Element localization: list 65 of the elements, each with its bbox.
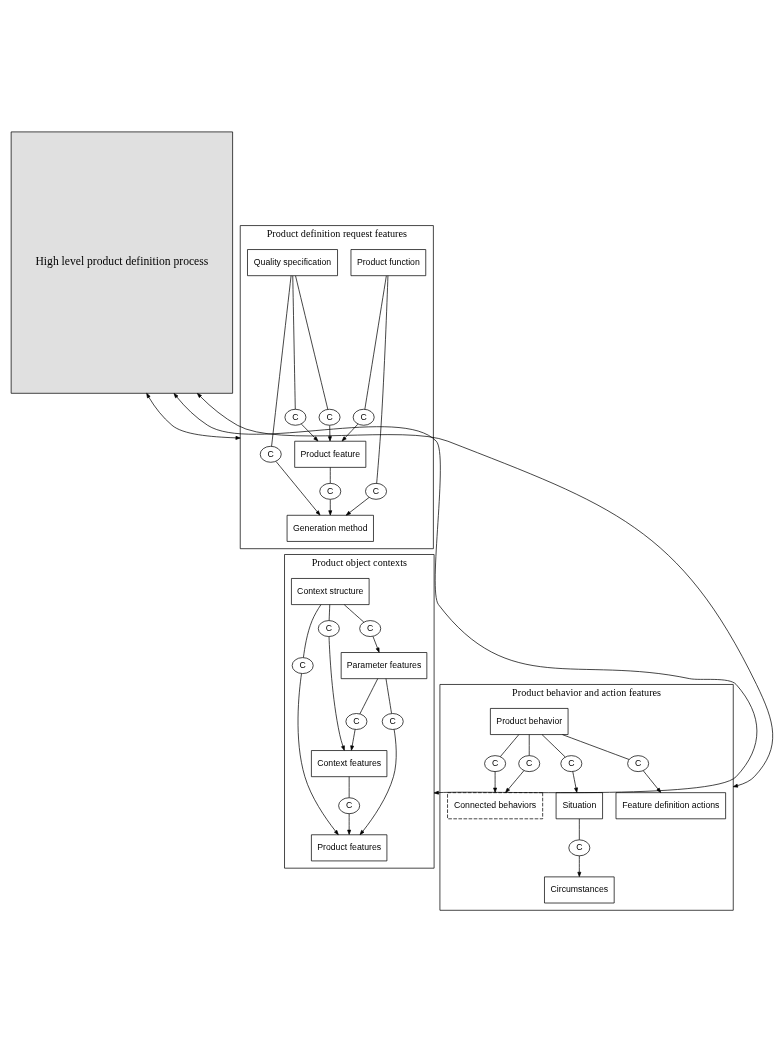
arrow bbox=[297, 673, 339, 836]
arrow bbox=[345, 497, 370, 516]
connector bbox=[292, 275, 296, 410]
node-box: Situation bbox=[555, 792, 603, 820]
node-ellipse: C bbox=[345, 713, 368, 730]
arrow bbox=[328, 425, 332, 442]
connector bbox=[578, 818, 580, 841]
node-box: Product function bbox=[350, 249, 427, 277]
node-ellipse: C bbox=[318, 408, 341, 426]
node-ellipse: C bbox=[365, 482, 387, 500]
node-box: High level product definition process bbox=[10, 131, 233, 394]
node-ellipse: C bbox=[568, 839, 591, 857]
node-ellipse: C bbox=[317, 620, 340, 637]
connector bbox=[295, 275, 329, 410]
arrow bbox=[505, 770, 525, 793]
connector bbox=[364, 275, 387, 410]
node-ellipse: C bbox=[352, 408, 375, 426]
arrow bbox=[341, 423, 359, 442]
arrow bbox=[642, 770, 662, 793]
arrow bbox=[347, 813, 352, 835]
arrow bbox=[372, 636, 380, 653]
connector bbox=[499, 734, 520, 758]
arrow bbox=[275, 461, 321, 516]
arrow bbox=[493, 771, 497, 793]
arrow bbox=[577, 855, 582, 877]
node-box: Context structure bbox=[291, 578, 370, 605]
node-ellipse: C bbox=[359, 620, 382, 637]
connector bbox=[385, 678, 392, 714]
arrow bbox=[359, 729, 397, 836]
node-ellipse: C bbox=[284, 408, 307, 426]
node-box: Generation method bbox=[286, 514, 374, 542]
node-ellipse: C bbox=[381, 713, 404, 730]
node-box: Product features bbox=[311, 834, 388, 862]
node-box: Context features bbox=[311, 750, 388, 778]
arrow bbox=[301, 423, 319, 442]
connector bbox=[541, 734, 566, 758]
node-ellipse: C bbox=[627, 755, 650, 772]
connector bbox=[376, 275, 389, 484]
connector bbox=[271, 275, 292, 447]
node-box: Feature definition actions bbox=[615, 792, 726, 820]
connector bbox=[528, 734, 530, 756]
node-ellipse: C bbox=[259, 445, 282, 463]
node-box: Product feature bbox=[294, 440, 367, 468]
connector bbox=[562, 734, 630, 760]
node-ellipse: C bbox=[484, 755, 506, 772]
node-ellipse: C bbox=[319, 482, 342, 500]
node-ellipse: C bbox=[291, 657, 314, 674]
node-box: Parameter features bbox=[340, 652, 428, 680]
node-box: Circumstances bbox=[544, 876, 615, 904]
connector bbox=[303, 604, 322, 658]
connector bbox=[359, 678, 379, 715]
connector bbox=[328, 604, 331, 621]
arrow bbox=[328, 499, 333, 516]
node-box: Product behavior bbox=[490, 708, 569, 735]
arrow bbox=[572, 771, 578, 793]
connector bbox=[343, 604, 365, 623]
connector bbox=[329, 467, 331, 484]
arrow bbox=[328, 636, 345, 751]
arrow bbox=[350, 729, 356, 751]
node-ellipse: C bbox=[338, 797, 361, 815]
node-ellipse: C bbox=[518, 755, 541, 772]
arrow bbox=[146, 393, 241, 440]
node-box: Connected behaviors bbox=[447, 792, 544, 820]
node-ellipse: C bbox=[560, 755, 583, 772]
node-box: Quality specification bbox=[247, 249, 338, 277]
